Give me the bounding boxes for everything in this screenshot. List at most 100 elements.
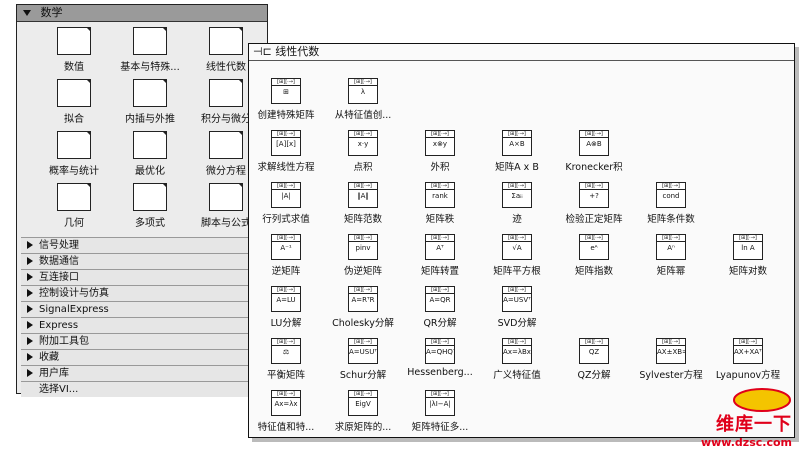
expand-triangle-icon — [27, 289, 33, 297]
function-glyph-icon: [⊞][·→]+? — [579, 182, 609, 208]
function-item[interactable]: [⊞][·→]AX+XAᵀ=BLyapunov方程 — [713, 338, 783, 381]
subpalette-item[interactable]: 收藏 — [21, 349, 265, 365]
category-optimization[interactable]: 最优化 — [115, 131, 185, 177]
subpalette-item[interactable]: 信号处理 — [21, 237, 265, 253]
collapse-triangle-icon[interactable] — [23, 10, 31, 16]
category-polynomial[interactable]: 多项式 — [115, 183, 185, 229]
category-grid: 数值基本与特殊... 线性代数拟合内插与外推 积分与微分概率与统计最优化微分方程几何… — [39, 27, 264, 237]
function-glyph-icon: [⊞][·→]√A — [502, 234, 532, 260]
function-item[interactable]: [⊞][·→]⊞创建特殊矩阵 — [251, 78, 321, 121]
function-label: Sylvester方程 — [639, 370, 703, 381]
expand-triangle-icon — [27, 257, 33, 265]
function-item[interactable]: [⊞][·→]+?检验正定矩阵 — [559, 182, 629, 225]
category-scripts-formulas[interactable]: 脚本与公式 — [191, 183, 261, 229]
expand-triangle-icon — [27, 273, 33, 281]
function-glyph-icon: [⊞][·→]pinv — [348, 234, 378, 260]
function-item[interactable]: [⊞][·→][A][x]求解线性方程 — [251, 130, 321, 173]
function-label: 矩阵条件数 — [647, 214, 695, 225]
category-elementary-functions[interactable]: 基本与特殊... — [115, 27, 185, 73]
function-glyph-icon: [⊞][·→]Aᵀ — [425, 234, 455, 260]
category-integration[interactable]: 积分与微分 — [191, 79, 261, 125]
subpalette-label: 用户库 — [39, 368, 69, 379]
function-item[interactable]: [⊞][·→]pinv 伪逆矩阵 — [328, 234, 398, 277]
function-item[interactable]: [⊞][·→]|A|行列式求值 — [251, 182, 321, 225]
function-glyph-icon: [⊞][·→]⊞ — [271, 78, 301, 104]
pin-icon[interactable]: ⊣⊏ — [253, 45, 276, 58]
function-label: 伪逆矩阵 — [343, 266, 382, 277]
palette-header[interactable]: 数学 — [17, 5, 267, 22]
subpalette-item[interactable]: 互连接口 — [21, 269, 265, 285]
functions-palette: 数学 数值基本与特殊... 线性代数拟合内插与外推 积分与微分概率与统计最优化微分方… — [16, 4, 268, 397]
function-glyph-icon: [⊞][·→]A=RᵀR — [348, 286, 378, 312]
function-glyph-icon: [⊞][·→]rank — [425, 182, 455, 208]
subpalette-item[interactable]: 数据通信 — [21, 253, 265, 269]
function-glyph-icon: [⊞][·→]⚖ — [271, 338, 301, 364]
subpalette-label: 收藏 — [39, 352, 59, 363]
category-fitting[interactable]: 拟合 — [39, 79, 109, 125]
subpalette-label: 附加工具包 — [39, 336, 89, 347]
function-item[interactable]: [⊞][·→]AX±XB=CSylvester方程 — [636, 338, 706, 381]
integration-icon — [209, 79, 243, 107]
function-item[interactable]: [⊞][·→]|λI−A|矩阵特征多... — [405, 390, 475, 433]
category-label: 线性代数 — [206, 62, 246, 73]
category-label: 几何 — [64, 218, 84, 229]
subpalette-item[interactable]: SignalExpress — [21, 301, 265, 317]
expand-triangle-icon — [27, 305, 33, 313]
function-label: 特征值和特... — [257, 422, 315, 433]
category-numeric[interactable]: 数值 — [39, 27, 109, 73]
function-glyph-icon: [⊞][·→]eᴬ — [579, 234, 609, 260]
subpalette-label: SignalExpress — [39, 304, 109, 315]
subpalette-title-bar[interactable]: ⊣⊏ 线性代数 — [249, 44, 794, 61]
category-differential-equations[interactable]: 微分方程 — [191, 131, 261, 177]
watermark: 维库一下 www.dzsc.com — [701, 388, 792, 449]
category-linear-algebra[interactable]: 线性代数 — [191, 27, 261, 73]
subpalette-item[interactable]: 用户库 — [21, 365, 265, 381]
category-label: 多项式 — [135, 218, 165, 229]
interpolation-icon — [133, 79, 167, 107]
function-glyph-icon: [⊞][·→]A=QR — [425, 286, 455, 312]
category-geometry[interactable]: 几何 — [39, 183, 109, 229]
subpalette-item[interactable]: 附加工具包 — [21, 333, 265, 349]
category-probability-statistics[interactable]: 概率与统计 — [39, 131, 109, 177]
function-label: 矩阵对数 — [728, 266, 767, 277]
function-label: 行列式求值 — [262, 214, 310, 225]
subpalette-item[interactable]: 控制设计与仿真 — [21, 285, 265, 301]
function-item[interactable]: [⊞][·→]‖A‖矩阵范数 — [328, 182, 398, 225]
function-item[interactable]: [⊞][·→]⚖平衡矩阵 — [251, 338, 321, 381]
subpalette-item[interactable]: 选择VI... — [21, 381, 265, 397]
subpalette-item[interactable]: Express — [21, 317, 265, 333]
optimization-icon — [133, 131, 167, 159]
category-label: 内插与外推 — [125, 114, 175, 125]
function-label: SVD分解 — [497, 318, 537, 329]
category-label: 微分方程 — [206, 166, 246, 177]
geometry-icon — [57, 183, 91, 211]
expand-triangle-icon — [27, 321, 33, 329]
category-label: 脚本与公式 — [201, 218, 251, 229]
category-interpolation[interactable]: 内插与外推 — [115, 79, 185, 125]
